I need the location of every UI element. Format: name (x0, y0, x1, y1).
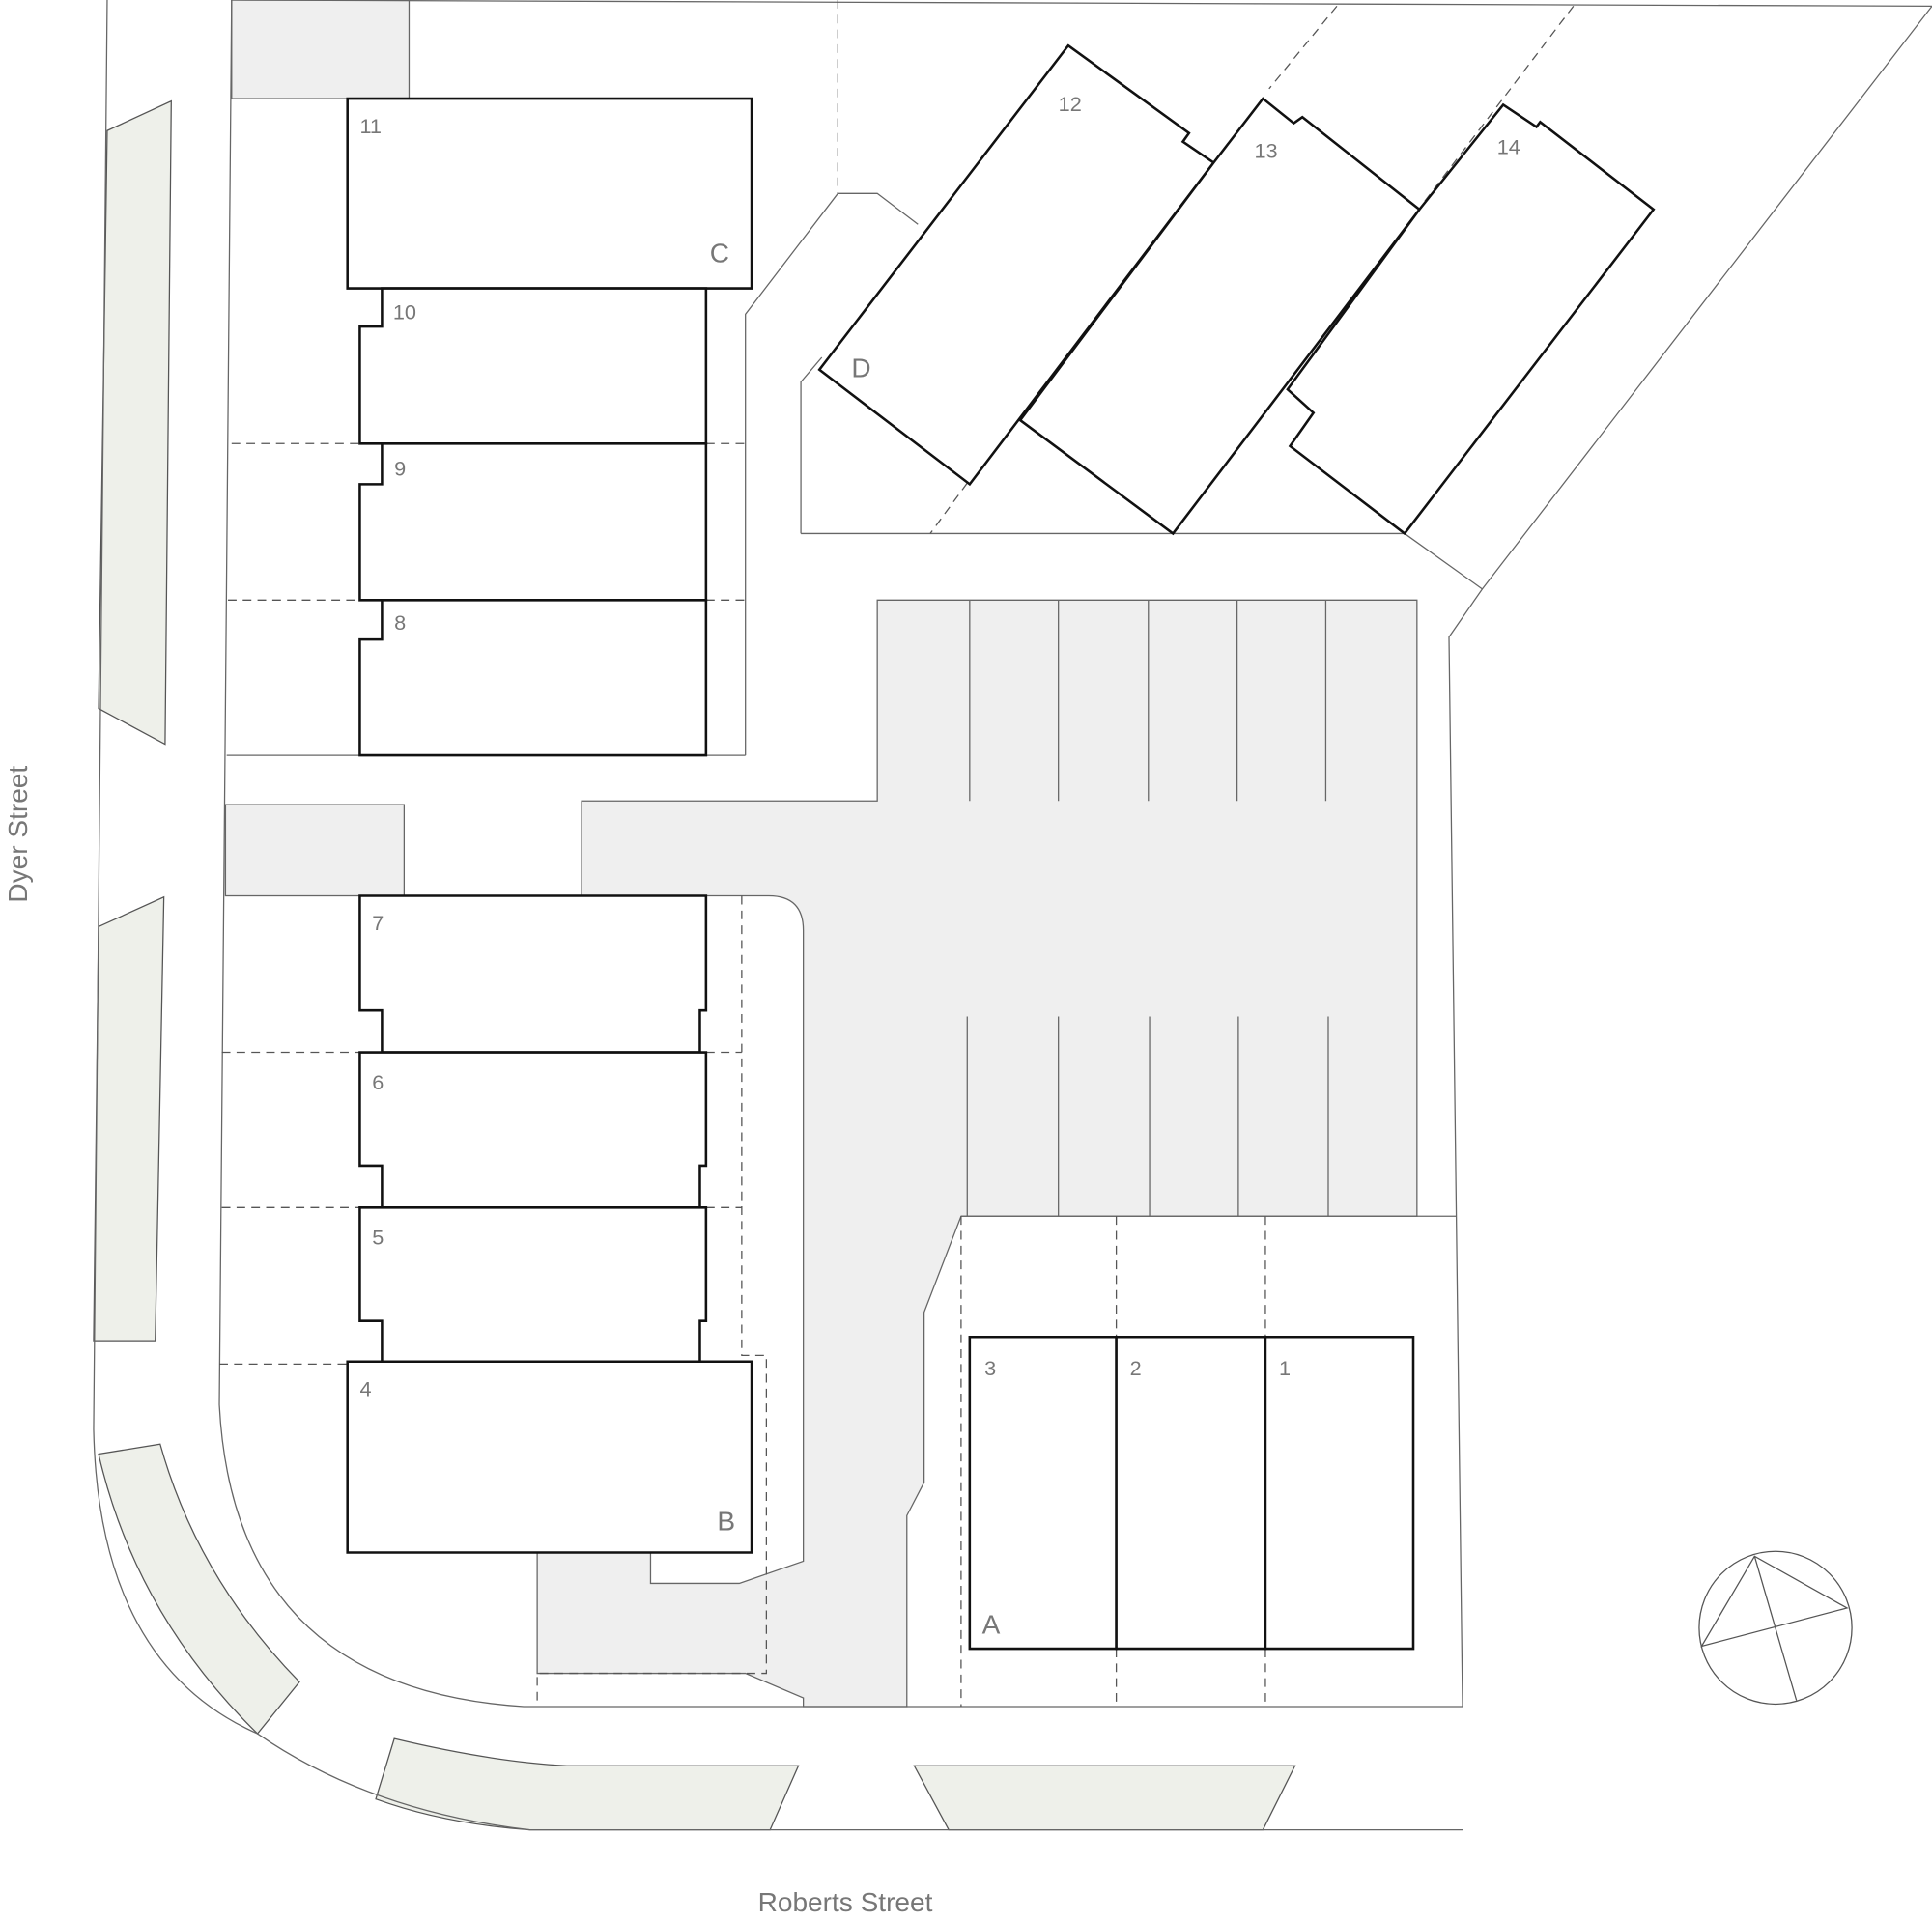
unit-label: 10 (393, 299, 416, 324)
unit-label: 3 (984, 1356, 996, 1380)
unit-4[interactable] (346, 1360, 753, 1554)
car-park (536, 599, 1418, 1708)
parking-stalls (966, 600, 1329, 1217)
unit-label: 12 (1059, 92, 1082, 116)
unit-label: 1 (1279, 1356, 1291, 1380)
unit-label: 2 (1130, 1356, 1142, 1380)
lot-lines (219, 0, 1575, 1708)
landscape-strip (93, 895, 165, 1342)
north-arrow-icon (1698, 1550, 1853, 1706)
unit-label: 5 (372, 1226, 384, 1250)
buildings (346, 43, 1656, 1651)
street-label-dyer: Dyer Street (3, 766, 33, 903)
street-label-roberts: Roberts Street (758, 1887, 933, 1917)
unit-3[interactable] (968, 1335, 1118, 1651)
unit-label: 11 (359, 114, 381, 138)
unit-label: 13 (1254, 138, 1277, 162)
unit-8[interactable] (358, 599, 708, 757)
block-label-c: C (710, 239, 729, 268)
landscape-strip (98, 1443, 300, 1736)
unit-label: 9 (394, 456, 406, 480)
unit-2[interactable] (1115, 1335, 1267, 1651)
unit-10[interactable] (358, 287, 708, 445)
unit-label: 4 (359, 1376, 371, 1400)
block-label-d: D (851, 353, 870, 382)
unit-label: 7 (372, 911, 384, 935)
paved-areas (224, 0, 1418, 1708)
paved-area (231, 0, 411, 99)
paved-area (224, 804, 406, 897)
block-labels: C B A D (710, 239, 1001, 1640)
unit-label: 14 (1497, 134, 1520, 158)
unit-labels: 11 10 9 8 7 6 5 4 3 2 1 12 13 14 (359, 92, 1520, 1401)
landscape-strip (913, 1765, 1296, 1831)
block-label-a: A (982, 1610, 1001, 1640)
unit-label: 6 (372, 1070, 384, 1094)
unit-9[interactable] (358, 442, 708, 602)
unit-14[interactable] (1286, 102, 1656, 536)
unit-label: 8 (394, 610, 406, 635)
landscape-strip (98, 99, 172, 746)
unit-13[interactable] (1018, 97, 1422, 536)
unit-7[interactable] (358, 894, 708, 1054)
unit-6[interactable] (358, 1051, 708, 1209)
unit-11[interactable] (346, 97, 753, 290)
landscape-strips (93, 99, 1296, 1831)
unit-1[interactable] (1264, 1335, 1415, 1651)
landscape-strip (375, 1737, 800, 1831)
unit-5[interactable] (358, 1206, 708, 1364)
block-label-b: B (717, 1507, 735, 1537)
